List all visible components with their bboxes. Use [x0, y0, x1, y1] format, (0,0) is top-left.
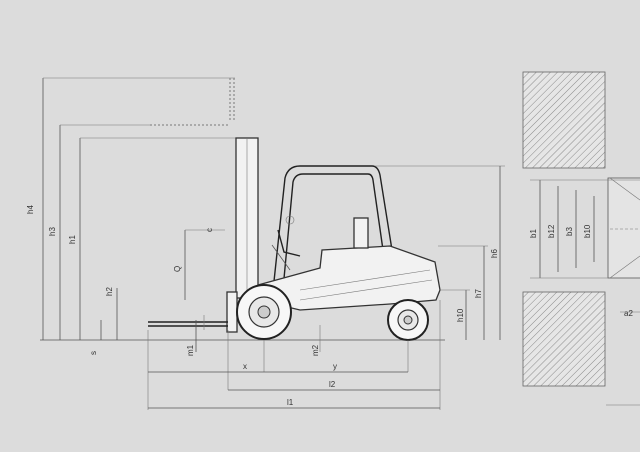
label-b10: b10 [583, 224, 592, 238]
label-h6: h6 [490, 249, 499, 258]
label-h3: h3 [48, 227, 57, 236]
label-h4: h4 [26, 205, 35, 214]
side-view-labels: h4 h3 h1 h2 s c Q m1 m2 x y l2 l1 h6 h7 … [26, 205, 499, 407]
mast [226, 137, 259, 333]
front-wheel [236, 284, 292, 340]
truck-body [257, 215, 441, 311]
label-h10: h10 [456, 308, 465, 322]
label-m2: m2 [311, 344, 320, 356]
label-h2: h2 [105, 287, 114, 296]
label-a2: a2 [624, 309, 633, 318]
label-Q: Q [173, 266, 182, 272]
forks [148, 315, 228, 330]
label-h1: h1 [68, 235, 77, 244]
label-c: c [205, 228, 214, 232]
label-h7: h7 [474, 289, 483, 298]
label-b3: b3 [565, 227, 574, 236]
label-m1: m1 [186, 344, 195, 356]
upper-rack-hatch [522, 71, 606, 169]
label-l2: l2 [329, 380, 336, 389]
rear-height-dimensions [375, 165, 505, 340]
lower-rack-hatch [522, 291, 606, 387]
label-l1: l1 [287, 398, 294, 407]
label-b1: b1 [529, 229, 538, 238]
overhead-guard [271, 165, 393, 301]
raised-fork-hatching [150, 78, 235, 126]
label-s: s [89, 351, 98, 355]
label-x: x [243, 362, 247, 371]
rear-wheel [387, 299, 429, 341]
label-y: y [333, 362, 337, 371]
label-b12: b12 [547, 224, 556, 238]
right-view: b1 b12 b3 b10 a2 [522, 71, 640, 406]
length-dimensions [147, 300, 441, 410]
height-dimensions [42, 77, 240, 340]
